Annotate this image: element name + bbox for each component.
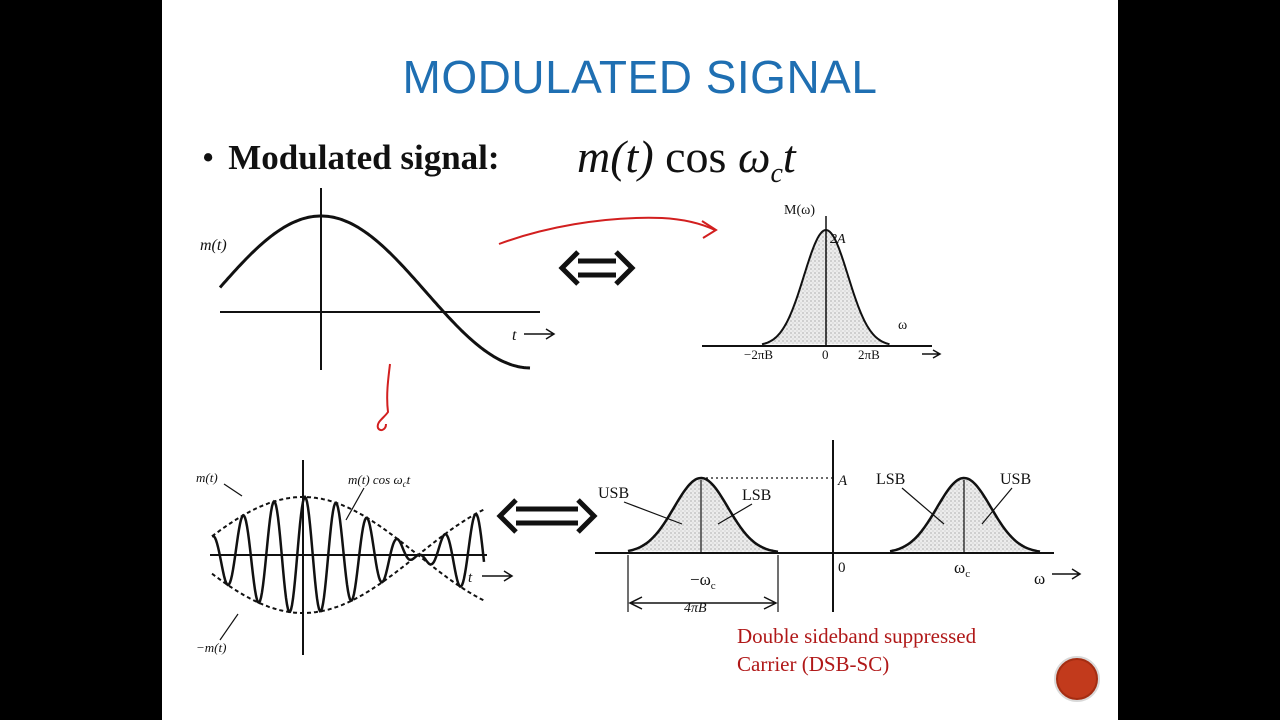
mod-time-axis-arrow — [482, 570, 514, 582]
left-usb-pointer — [623, 501, 683, 525]
tick-2piB: 2πB — [858, 347, 880, 362]
bullet-dot: • — [202, 138, 215, 177]
right-center-omega: ω — [954, 558, 965, 577]
caption-line-1: Double sideband suppressed — [737, 624, 977, 648]
right-lsb-label: LSB — [876, 471, 905, 488]
lower-envelope-label: −m(t) — [196, 640, 226, 655]
modulated-waveform — [211, 495, 486, 614]
dsb-sc-spectrum: A 0 −ωc ωc ω 4πB USB LSB LSB USB — [595, 440, 1082, 616]
left-center-sub: c — [711, 580, 716, 592]
formula-omega: ω — [737, 131, 771, 182]
dsb-sc-caption: Double sideband suppressed Carrier (DSB-… — [737, 622, 976, 678]
right-band-curve — [889, 476, 1041, 553]
lower-envelope — [211, 508, 485, 614]
modulated-signal-label: m(t) cos ωct — [348, 472, 411, 489]
formula-message: m(t) — [577, 131, 654, 182]
time-axis-arrow — [524, 328, 556, 340]
right-usb-pointer — [981, 487, 1013, 525]
spectrum-x-label: ω — [898, 318, 907, 333]
slide-nav-button[interactable] — [1054, 656, 1100, 702]
dsb-axis-arrow — [1052, 568, 1082, 580]
bandwidth-label: 4πB — [684, 601, 707, 616]
formula-subscript: c — [770, 158, 783, 190]
message-curve — [218, 214, 531, 370]
right-band-fill — [890, 478, 1040, 552]
dsb-x-label: ω — [1034, 569, 1045, 588]
right-center-sub: c — [965, 568, 970, 580]
tick-zero: 0 — [822, 347, 829, 362]
message-time-plot: m(t) t — [200, 188, 556, 370]
bullet-point: • Modulated signal: — [202, 138, 500, 178]
upper-envelope — [211, 496, 485, 602]
left-lsb-label: LSB — [742, 487, 771, 504]
mod-time-axis-label: t — [468, 570, 473, 586]
spectrum-y-label: M(ω) — [784, 203, 815, 218]
caption-line-2: Carrier (DSB-SC) — [737, 652, 890, 676]
modulated-signal-label-sub: c — [403, 479, 407, 489]
dsb-zero-label: 0 — [838, 560, 846, 576]
right-usb-label: USB — [1000, 471, 1031, 488]
upper-envelope-label: m(t) — [196, 470, 218, 485]
fourier-pair-arrow-bottom — [496, 498, 598, 534]
modulated-signal-label-main: m(t) cos ω — [348, 472, 403, 487]
modulated-signal-label-tail: t — [407, 472, 411, 487]
message-label: m(t) — [200, 237, 227, 254]
left-usb-label: USB — [598, 485, 629, 502]
slide: MODULATED SIGNAL • Modulated signal: m(t)… — [162, 0, 1118, 720]
dsb-sc-diagram: m(t) t M(ω) 2A ω −2πB 0 2πB — [196, 188, 1082, 655]
frequency-axis-arrow — [922, 349, 942, 359]
tick-minus-2piB: −2πB — [744, 347, 773, 362]
formula-time: t — [782, 131, 796, 182]
left-band-fill — [628, 478, 778, 552]
dsb-peak-label: A — [837, 473, 848, 489]
right-center-label: ωc — [954, 558, 970, 580]
upper-envelope-pointer — [223, 483, 243, 497]
left-lsb-pointer — [717, 503, 753, 525]
slide-title: MODULATED SIGNAL — [402, 51, 878, 103]
baseband-spectrum: M(ω) 2A ω −2πB 0 2πB — [702, 203, 942, 362]
time-axis-label: t — [512, 327, 517, 344]
annotation-arrow-down — [376, 363, 391, 432]
modulated-signal-pointer — [345, 487, 365, 521]
spectrum-peak-label: 2A — [830, 232, 846, 247]
annotation-arrowhead-right — [701, 220, 718, 239]
modulated-signal-formula: m(t) cos ωct — [577, 130, 796, 190]
bullet-label: Modulated signal: — [228, 138, 500, 177]
left-center-label: −ωc — [690, 570, 716, 592]
formula-cos: cos — [665, 131, 727, 182]
right-lsb-pointer — [901, 487, 945, 525]
lower-envelope-pointer — [219, 613, 239, 641]
fourier-pair-arrow-top — [558, 250, 636, 286]
annotation-arrow-right — [498, 216, 716, 245]
modulated-time-plot: m(t) m(t) cos ωct −m(t) t — [196, 460, 514, 655]
left-center-omega: −ω — [690, 570, 711, 589]
bandwidth-arrow — [628, 596, 778, 610]
